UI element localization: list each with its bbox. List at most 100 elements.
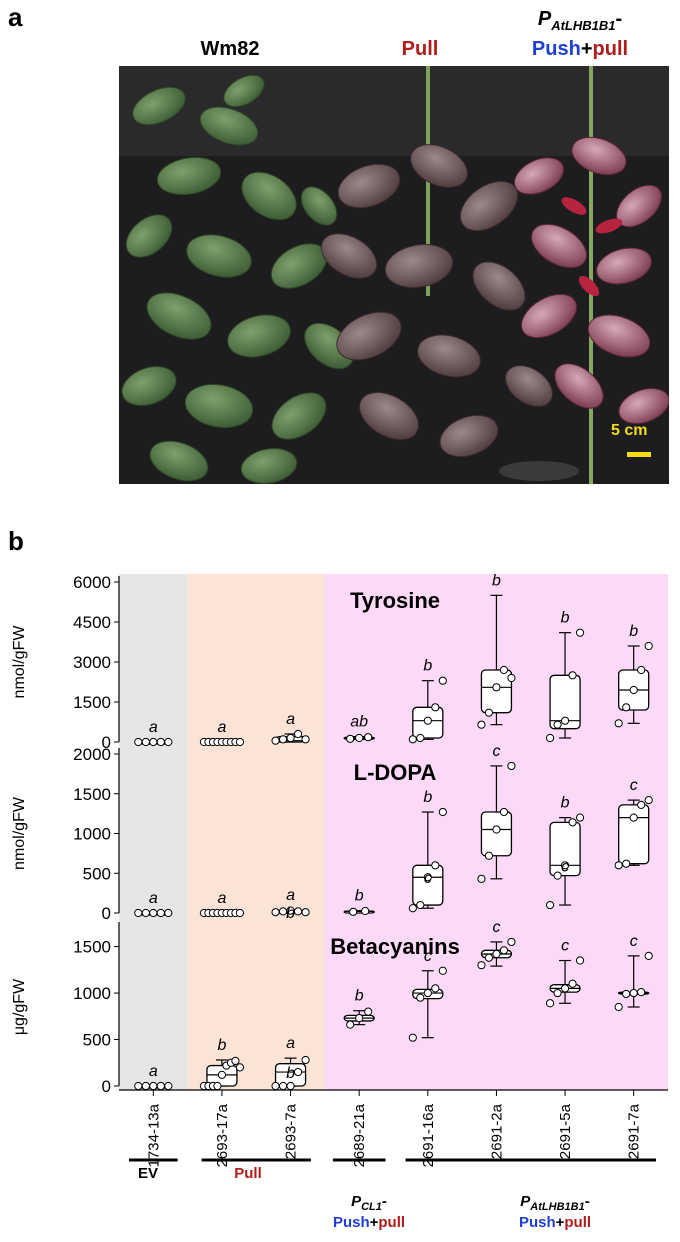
data-point: [423, 716, 432, 725]
data-point: [477, 961, 486, 970]
data-point: [499, 946, 509, 955]
panel-title: Betacyanins: [330, 934, 460, 959]
y-tick-label: 0: [102, 733, 111, 752]
data-point: [141, 1081, 150, 1091]
header-pull-lower: pull: [592, 38, 629, 60]
data-point: [149, 737, 158, 747]
data-point: [149, 908, 158, 918]
significance-letter: a: [149, 890, 158, 907]
significance-letter-secondary: c: [561, 858, 569, 875]
data-point: [235, 908, 245, 918]
box: [480, 811, 513, 857]
data-point: [349, 907, 358, 916]
data-point: [637, 800, 646, 809]
data-point: [484, 953, 494, 962]
significance-letter: c: [424, 948, 432, 965]
data-point: [408, 735, 417, 744]
significance-letter: b: [355, 988, 364, 1005]
y-tick-label: 500: [83, 864, 111, 883]
bg-pull: [187, 574, 325, 1090]
data-point: [484, 708, 494, 717]
significance-letter: b: [629, 623, 638, 640]
data-point: [622, 989, 631, 999]
box: [412, 864, 444, 906]
header-wm82: Wm82: [200, 38, 260, 60]
data-point: [217, 1070, 227, 1079]
plhb-push: Push: [518, 1214, 556, 1231]
data-point: [416, 900, 425, 910]
data-point: [499, 807, 509, 817]
bg-ev: [119, 574, 188, 1090]
significance-letter: ab: [350, 714, 368, 731]
y-tick-label: 500: [83, 1031, 111, 1050]
panel-letter-a: a: [8, 2, 23, 32]
y-tick-label: 2000: [73, 745, 111, 764]
group-label-pcl1-push-pull: Push+pull: [326, 1214, 412, 1231]
panel-title: Tyrosine: [350, 588, 440, 613]
data-point: [164, 1081, 173, 1091]
data-point: [355, 1014, 364, 1023]
y-tick-label: 3000: [73, 653, 111, 672]
data-point: [644, 796, 653, 805]
data-point: [271, 1081, 280, 1091]
data-point: [293, 729, 303, 739]
pcl1-push: Push: [332, 1214, 370, 1231]
group-label-pcl1: PCL1-: [326, 1193, 412, 1213]
data-point: [156, 737, 165, 747]
data-point: [507, 937, 516, 947]
data-point: [553, 988, 562, 998]
data-point: [408, 1033, 417, 1042]
data-point: [637, 988, 646, 997]
y-axis-label: nmol/gFW: [11, 625, 28, 699]
x-tick-label: 2691-7a: [626, 1103, 643, 1159]
data-point: [545, 999, 555, 1008]
y-tick-label: 1500: [73, 785, 111, 804]
header-promoter-sub: AtLHB1B1: [551, 18, 616, 33]
header-promoter-letter: P: [537, 8, 552, 30]
data-point: [134, 737, 143, 747]
significance-letter: b: [423, 789, 432, 806]
y-tick-label: 1000: [73, 825, 111, 844]
data-point: [553, 720, 562, 729]
data-point: [614, 861, 623, 870]
data-point: [575, 813, 585, 822]
header-pull: Pull: [401, 38, 439, 60]
data-point: [644, 641, 653, 651]
data-point: [346, 734, 355, 743]
significance-letter: b: [492, 572, 501, 589]
data-point: [278, 735, 288, 744]
data-point: [416, 993, 425, 1002]
box: [549, 821, 581, 877]
data-point: [438, 807, 447, 817]
x-tick-label: 2689-21a: [351, 1103, 368, 1167]
x-tick-label: 2693-17a: [214, 1103, 231, 1167]
group-label-plhb: PAtLHB1B1-: [490, 1193, 620, 1213]
header-plus: +: [580, 38, 593, 60]
data-point: [568, 979, 577, 988]
data-point: [568, 671, 577, 680]
data-point: [271, 736, 280, 745]
data-point: [423, 873, 432, 882]
significance-letter: c: [630, 777, 638, 794]
data-point: [575, 628, 585, 637]
data-point: [545, 900, 555, 910]
data-point: [293, 907, 303, 916]
data-point: [629, 988, 638, 998]
x-tick-label: 2693-7a: [283, 1103, 300, 1159]
data-point: [408, 904, 417, 913]
data-point: [484, 851, 494, 860]
data-point: [431, 861, 440, 870]
data-point: [438, 676, 447, 685]
data-point: [293, 1067, 303, 1077]
plhb-pull: pull: [564, 1214, 592, 1231]
data-point: [431, 703, 440, 712]
significance-letter-secondary: c: [424, 870, 432, 887]
significance-letter: a: [149, 719, 158, 736]
plant-photo: 5 cm: [119, 66, 669, 484]
plant-photo-illustration: [119, 66, 669, 484]
panel-title: L-DOPA: [354, 760, 437, 785]
data-point: [301, 908, 310, 917]
data-point: [507, 673, 516, 683]
